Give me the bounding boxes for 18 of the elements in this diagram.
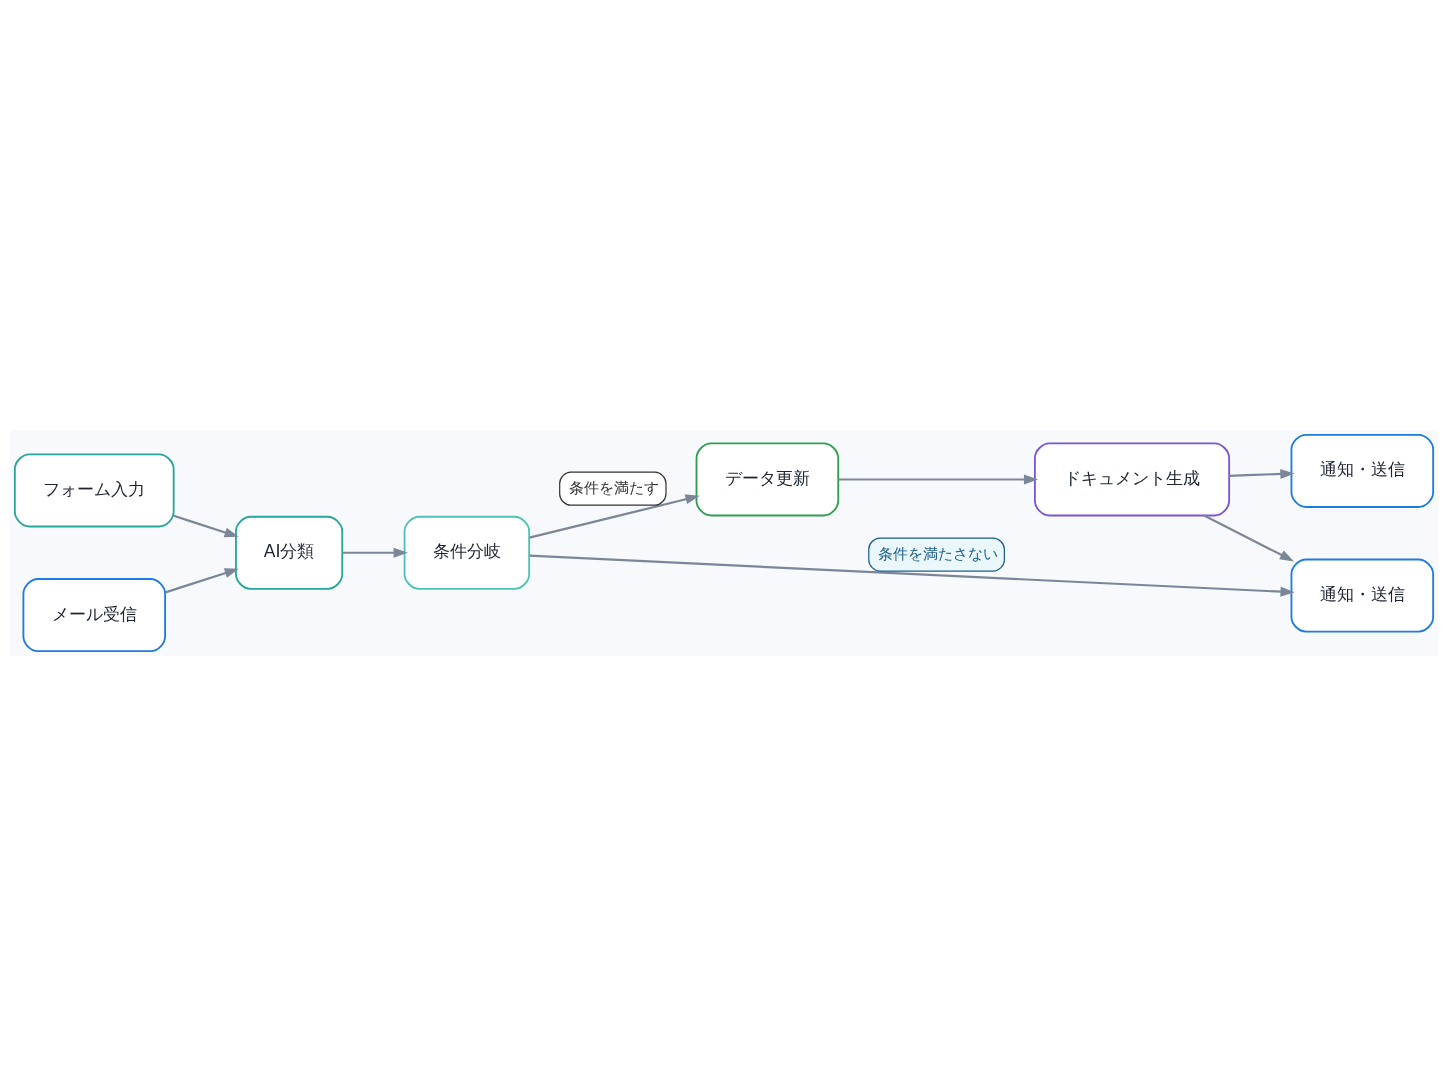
arrow	[173, 514, 239, 538]
arrow	[838, 474, 1039, 485]
edge-label: 条件を満たす	[568, 479, 659, 497]
arrow	[1203, 514, 1295, 562]
edge-label: 条件を満たさない	[877, 545, 998, 562]
node-box: メール受信	[22, 578, 167, 653]
arrow	[342, 547, 408, 558]
arrow	[165, 568, 239, 594]
node-box: フォーム入力	[13, 453, 175, 528]
node-box: 通知・送信	[1290, 558, 1435, 633]
node-box: データ更新	[695, 442, 840, 517]
node-box: ドキュメント生成	[1034, 442, 1231, 517]
arrow	[529, 554, 1295, 597]
node-box: 通知・送信	[1290, 433, 1435, 508]
arrow	[1229, 469, 1295, 479]
arrow	[529, 494, 700, 539]
node-box: AI分類	[235, 515, 344, 590]
node-box: 条件分岐	[403, 515, 531, 590]
